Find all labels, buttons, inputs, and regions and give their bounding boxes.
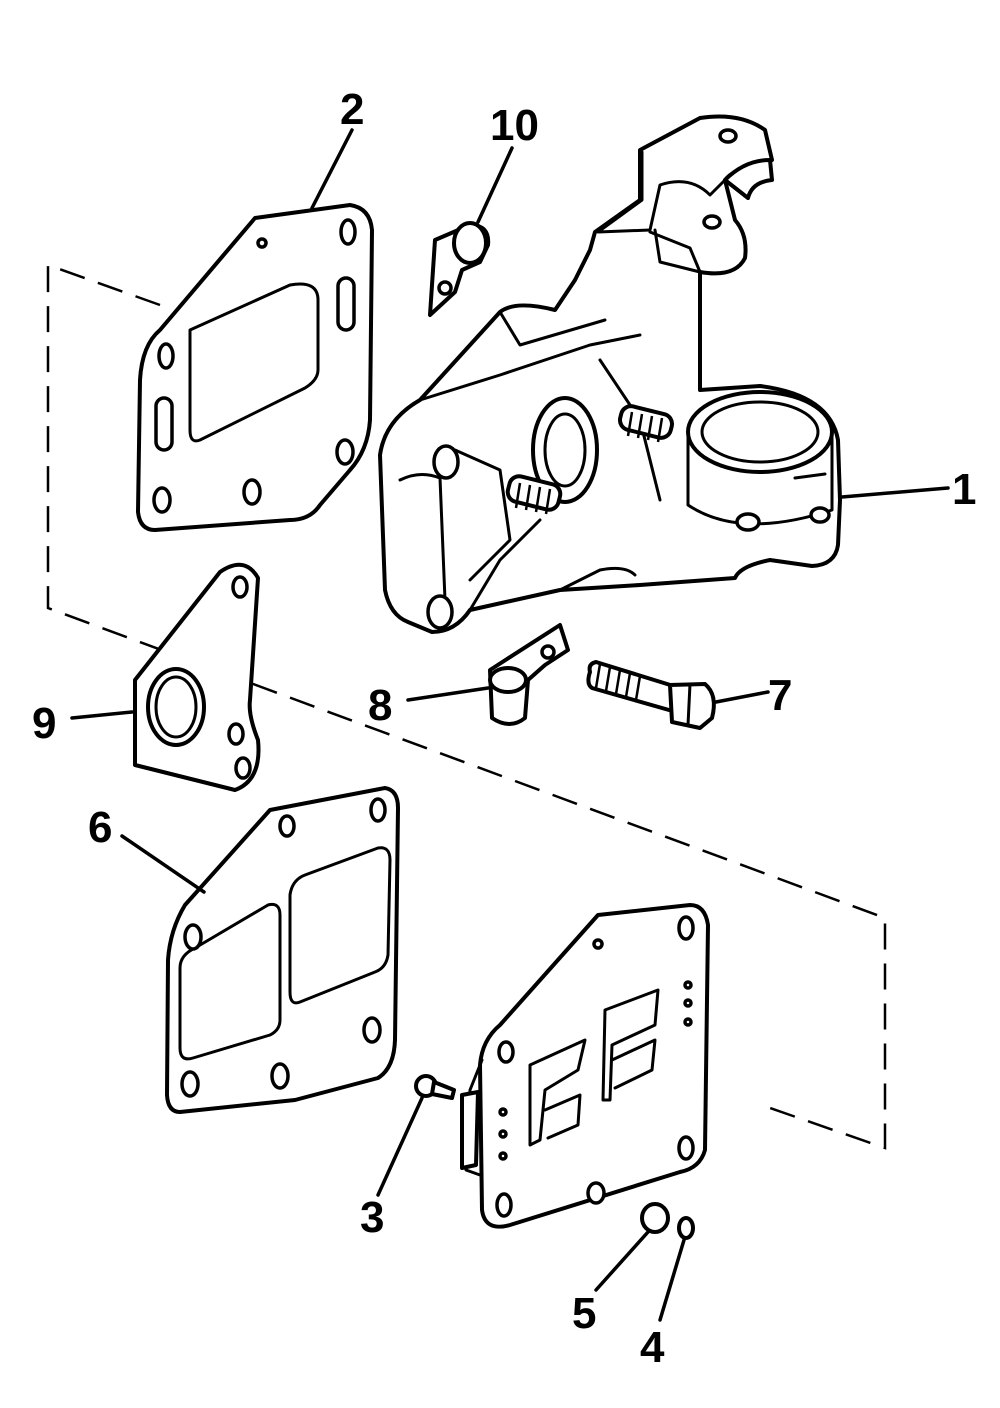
callout-10: 10: [490, 101, 539, 150]
part-1-housing: [378, 114, 842, 634]
assembly-dashed-outline: [46, 263, 887, 1150]
callout-4: 4: [640, 1323, 665, 1372]
part-10-clamp: [428, 221, 491, 317]
callout-2: 2: [340, 85, 364, 134]
part-3-screw: [414, 1074, 456, 1100]
callout-5: 5: [572, 1289, 596, 1338]
callout-6: 6: [88, 803, 112, 852]
callout-1: 1: [952, 465, 976, 514]
part-9-plate: [133, 562, 261, 792]
callout-8: 8: [368, 681, 392, 730]
leader-lines: [70, 128, 950, 1322]
part-2-upper-gasket: [136, 203, 374, 532]
reed-plate-assembly: [460, 903, 710, 1229]
callout-7: 7: [768, 671, 792, 720]
part-4-washer: [677, 1216, 695, 1240]
part-7-bolt: [586, 660, 716, 730]
callout-3: 3: [360, 1193, 384, 1242]
part-8-clamp: [488, 623, 570, 726]
callout-9: 9: [32, 699, 56, 748]
part-6-lower-gasket: [165, 786, 400, 1114]
part-5-spacer: [640, 1202, 670, 1234]
